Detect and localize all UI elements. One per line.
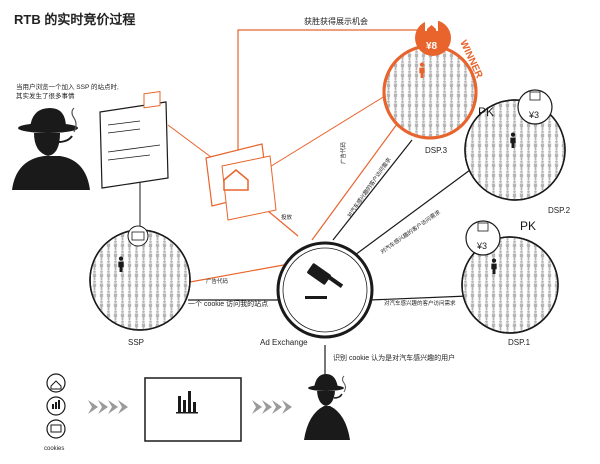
gavel-icon xyxy=(305,263,344,299)
dsp2-bid-bubble xyxy=(517,89,553,125)
identified-user-figure xyxy=(304,374,350,440)
ad-slot-pages xyxy=(205,143,277,221)
edge-to-dsp2: 对汽车感兴趣的客户访问需求 xyxy=(379,208,443,256)
detective-figure xyxy=(12,107,90,190)
pk-label-bottom: PK xyxy=(520,219,536,233)
intro-line-1: 当用户浏览一个加入 SSP 的站点时, xyxy=(16,82,119,91)
website-pages xyxy=(99,90,169,189)
dsp2-label: DSP.2 xyxy=(548,206,571,215)
edge-ad-code-top: 广告代码 xyxy=(339,141,347,164)
arrow-chevrons-left xyxy=(88,400,128,414)
dsp3-node[interactable] xyxy=(382,44,478,140)
dsp3-bid-badge xyxy=(415,20,451,56)
page-title: RTB 的实时竞价过程 xyxy=(14,12,135,27)
cookie-icons xyxy=(46,373,66,439)
edge-identify: 识别 cookie 认为是对汽车感兴趣的用户 xyxy=(333,353,455,362)
edge-to-dsp3: 对汽车感兴趣的客户访问需求 xyxy=(345,156,393,220)
ad-exchange-label: Ad Exchange xyxy=(260,338,308,347)
dsp1-bid-bubble xyxy=(465,220,501,256)
pk-label-top: PK xyxy=(478,105,494,119)
ssp-node[interactable] xyxy=(89,225,191,331)
connections xyxy=(139,29,471,378)
bar-chart-icon xyxy=(176,391,198,414)
top-edge-label: 获胜获得展示机会 xyxy=(304,16,368,26)
dsp1-bid-value: ¥3 xyxy=(476,241,487,251)
arrow-chevrons-right xyxy=(252,400,292,414)
edge-delivery: 投放 xyxy=(281,213,293,221)
cookies-label: cookies xyxy=(44,446,64,452)
dsp2-bid-value: ¥3 xyxy=(528,110,539,120)
edge-to-dsp1: 对汽车感兴趣的客户访问需求 xyxy=(384,299,456,307)
dsp3-label: DSP.3 xyxy=(425,146,448,155)
intro-line-2: 其实发生了很多事情 xyxy=(16,91,75,100)
edge-ad-code: 广告代码 xyxy=(206,277,229,285)
dsp1-label: DSP.1 xyxy=(508,338,531,347)
ssp-label: SSP xyxy=(128,338,144,347)
edge-ssp-exchange: 一个 cookie 访问我的站点 xyxy=(188,299,268,308)
dsp1-node[interactable] xyxy=(461,236,559,334)
ad-exchange-node[interactable] xyxy=(276,241,374,339)
dsp3-bid-value: ¥8 xyxy=(426,41,438,52)
